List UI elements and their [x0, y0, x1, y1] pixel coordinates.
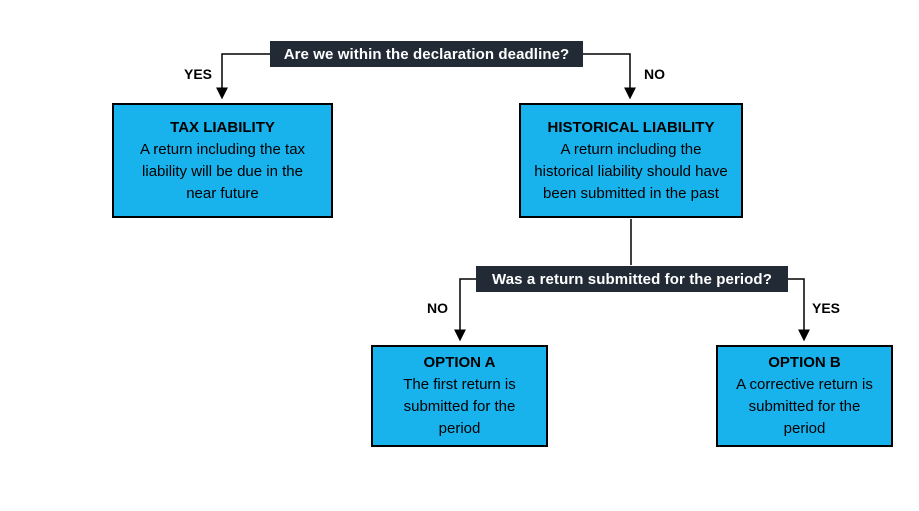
node-tax-liability-title: TAX LIABILITY: [170, 118, 275, 136]
node-option-b: OPTION B A corrective return is submitte…: [716, 345, 893, 447]
branch-label-q2-no: NO: [427, 300, 448, 316]
node-option-a-title: OPTION A: [423, 354, 496, 371]
node-option-b-body: A corrective return is submitted for the…: [736, 376, 873, 437]
node-tax-liability: TAX LIABILITY A return including the tax…: [112, 103, 333, 218]
node-option-a-body: The first return is submitted for the pe…: [403, 376, 516, 437]
connector-q1-yes: [216, 53, 270, 100]
node-option-a: OPTION A The first return is submitted f…: [371, 345, 548, 447]
connector-q1-no: [583, 53, 636, 100]
question-return-submitted-label: Was a return submitted for the period?: [492, 270, 772, 288]
connector-q2-yes: [788, 278, 810, 342]
node-historical-liability: HISTORICAL LIABILITY A return including …: [519, 103, 743, 218]
node-historical-liability-body: A return including the historical liabil…: [534, 140, 728, 202]
node-option-b-title: OPTION B: [768, 354, 841, 371]
question-declaration-deadline-label: Are we within the declaration deadline?: [283, 45, 570, 63]
branch-label-q1-yes: YES: [183, 66, 212, 82]
node-historical-liability-title: HISTORICAL LIABILITY: [547, 118, 715, 136]
branch-label-q1-no: NO: [644, 66, 665, 82]
question-declaration-deadline: Are we within the declaration deadline?: [270, 41, 583, 67]
connector-q2-no: [454, 278, 476, 342]
question-return-submitted: Was a return submitted for the period?: [476, 266, 788, 292]
branch-label-q2-yes: YES: [812, 300, 841, 316]
node-tax-liability-body: A return including the tax liability wil…: [139, 140, 306, 202]
